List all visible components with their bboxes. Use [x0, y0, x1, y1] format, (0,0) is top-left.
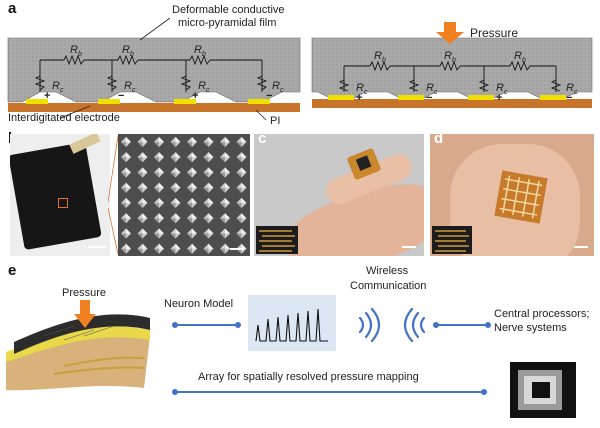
sem-micrograph: [118, 134, 250, 256]
rb-label: Rb: [374, 50, 386, 65]
pressure-map: [510, 362, 576, 418]
panel-a-diagram: [7, 17, 593, 121]
scale-bar: [88, 246, 106, 248]
pi-pointer: [255, 109, 267, 121]
electrode: [248, 99, 270, 104]
rc-resistor: [478, 79, 490, 92]
rb-label: Rb: [70, 44, 82, 59]
zoom-box: [58, 198, 68, 208]
pi-label: PI: [270, 115, 281, 127]
film-label-line1: Deformable conductive: [172, 4, 285, 16]
electrode: [174, 99, 196, 104]
wireless-signal-icon: [358, 308, 426, 342]
scale-bar: [402, 246, 416, 248]
minus-sign: −: [566, 92, 573, 104]
film-pointer: [139, 17, 171, 41]
minus-sign: −: [426, 92, 433, 104]
rc-label: Rc: [272, 80, 284, 95]
rc-resistor: [106, 75, 118, 91]
rc-resistor: [338, 79, 350, 92]
panel-d-palm-photo: [430, 134, 594, 256]
electrode: [540, 95, 566, 100]
rc-label: Rc: [426, 82, 438, 97]
plus-sign: +: [44, 90, 51, 102]
rc-resistor: [34, 75, 46, 91]
spike-train: [255, 308, 328, 342]
wireless-label-line1: Wireless: [366, 265, 409, 277]
neuron-spike-plot: [248, 295, 336, 351]
sensor-array: [494, 170, 548, 224]
rb-network-left: [39, 54, 263, 92]
rc-label: Rc: [356, 82, 368, 97]
panel-c-finger-photo: [254, 134, 424, 256]
processor-label-line1: Central processors;: [494, 308, 590, 320]
panel-d-label: d: [434, 130, 444, 147]
rc-label: Rc: [496, 82, 508, 97]
array-label: Array for spatially resolved pressure ma…: [198, 371, 419, 383]
electrode: [98, 99, 120, 104]
panel-c-label: c: [258, 130, 267, 147]
pressure-arrow-icon: [74, 300, 96, 328]
electrode: [26, 99, 48, 104]
pyramid-array: [118, 134, 250, 256]
electrode-pointer: [59, 105, 91, 119]
rc-resistor: [408, 79, 420, 92]
rc-label: Rc: [52, 80, 64, 95]
rc-label: Rc: [566, 82, 578, 97]
pressure-label-a: Pressure: [470, 26, 519, 40]
electrode-inset: [432, 226, 472, 254]
processor-label-line2: Nerve systems: [494, 322, 567, 334]
film-label-line2: micro-pyramidal film: [178, 17, 277, 29]
electrode: [468, 95, 494, 100]
pressure-map-region: [532, 382, 550, 398]
pressure-label-e: Pressure: [62, 287, 107, 299]
substrate-left: [8, 103, 300, 112]
neuron-model-label: Neuron Model: [164, 298, 234, 310]
electronic-skin-illustration: [6, 314, 150, 391]
rb-label: Rb: [194, 44, 206, 59]
rb-label: Rb: [444, 50, 456, 65]
pressure-arrow-icon: [436, 22, 464, 44]
rc-resistor: [180, 75, 192, 91]
panel-b-film-photo: [10, 134, 110, 256]
rb-network-right: [343, 60, 557, 92]
rc-resistor: [256, 75, 268, 91]
electrode-inset: [256, 226, 298, 254]
scale-bar: [574, 246, 588, 248]
electrode: [398, 95, 424, 100]
minus-sign: −: [118, 90, 125, 102]
rc-label: Rc: [198, 80, 210, 95]
plus-sign: +: [192, 90, 199, 102]
substrate-right: [312, 99, 592, 108]
rc-resistor: [550, 79, 562, 92]
panel-a-label: a: [8, 0, 17, 17]
rb-label: Rb: [514, 50, 526, 65]
electrode: [328, 95, 354, 100]
rc-label: Rc: [124, 80, 136, 95]
plus-sign: +: [496, 92, 503, 104]
rb-label: Rb: [122, 44, 134, 59]
electrode-label: Interdigitated electrode: [8, 112, 120, 124]
panel-e-label: e: [8, 262, 17, 279]
wireless-label-line2: Communication: [350, 280, 427, 292]
zoom-lines: [108, 135, 118, 255]
minus-sign: −: [266, 90, 273, 102]
plus-sign: +: [356, 92, 363, 104]
